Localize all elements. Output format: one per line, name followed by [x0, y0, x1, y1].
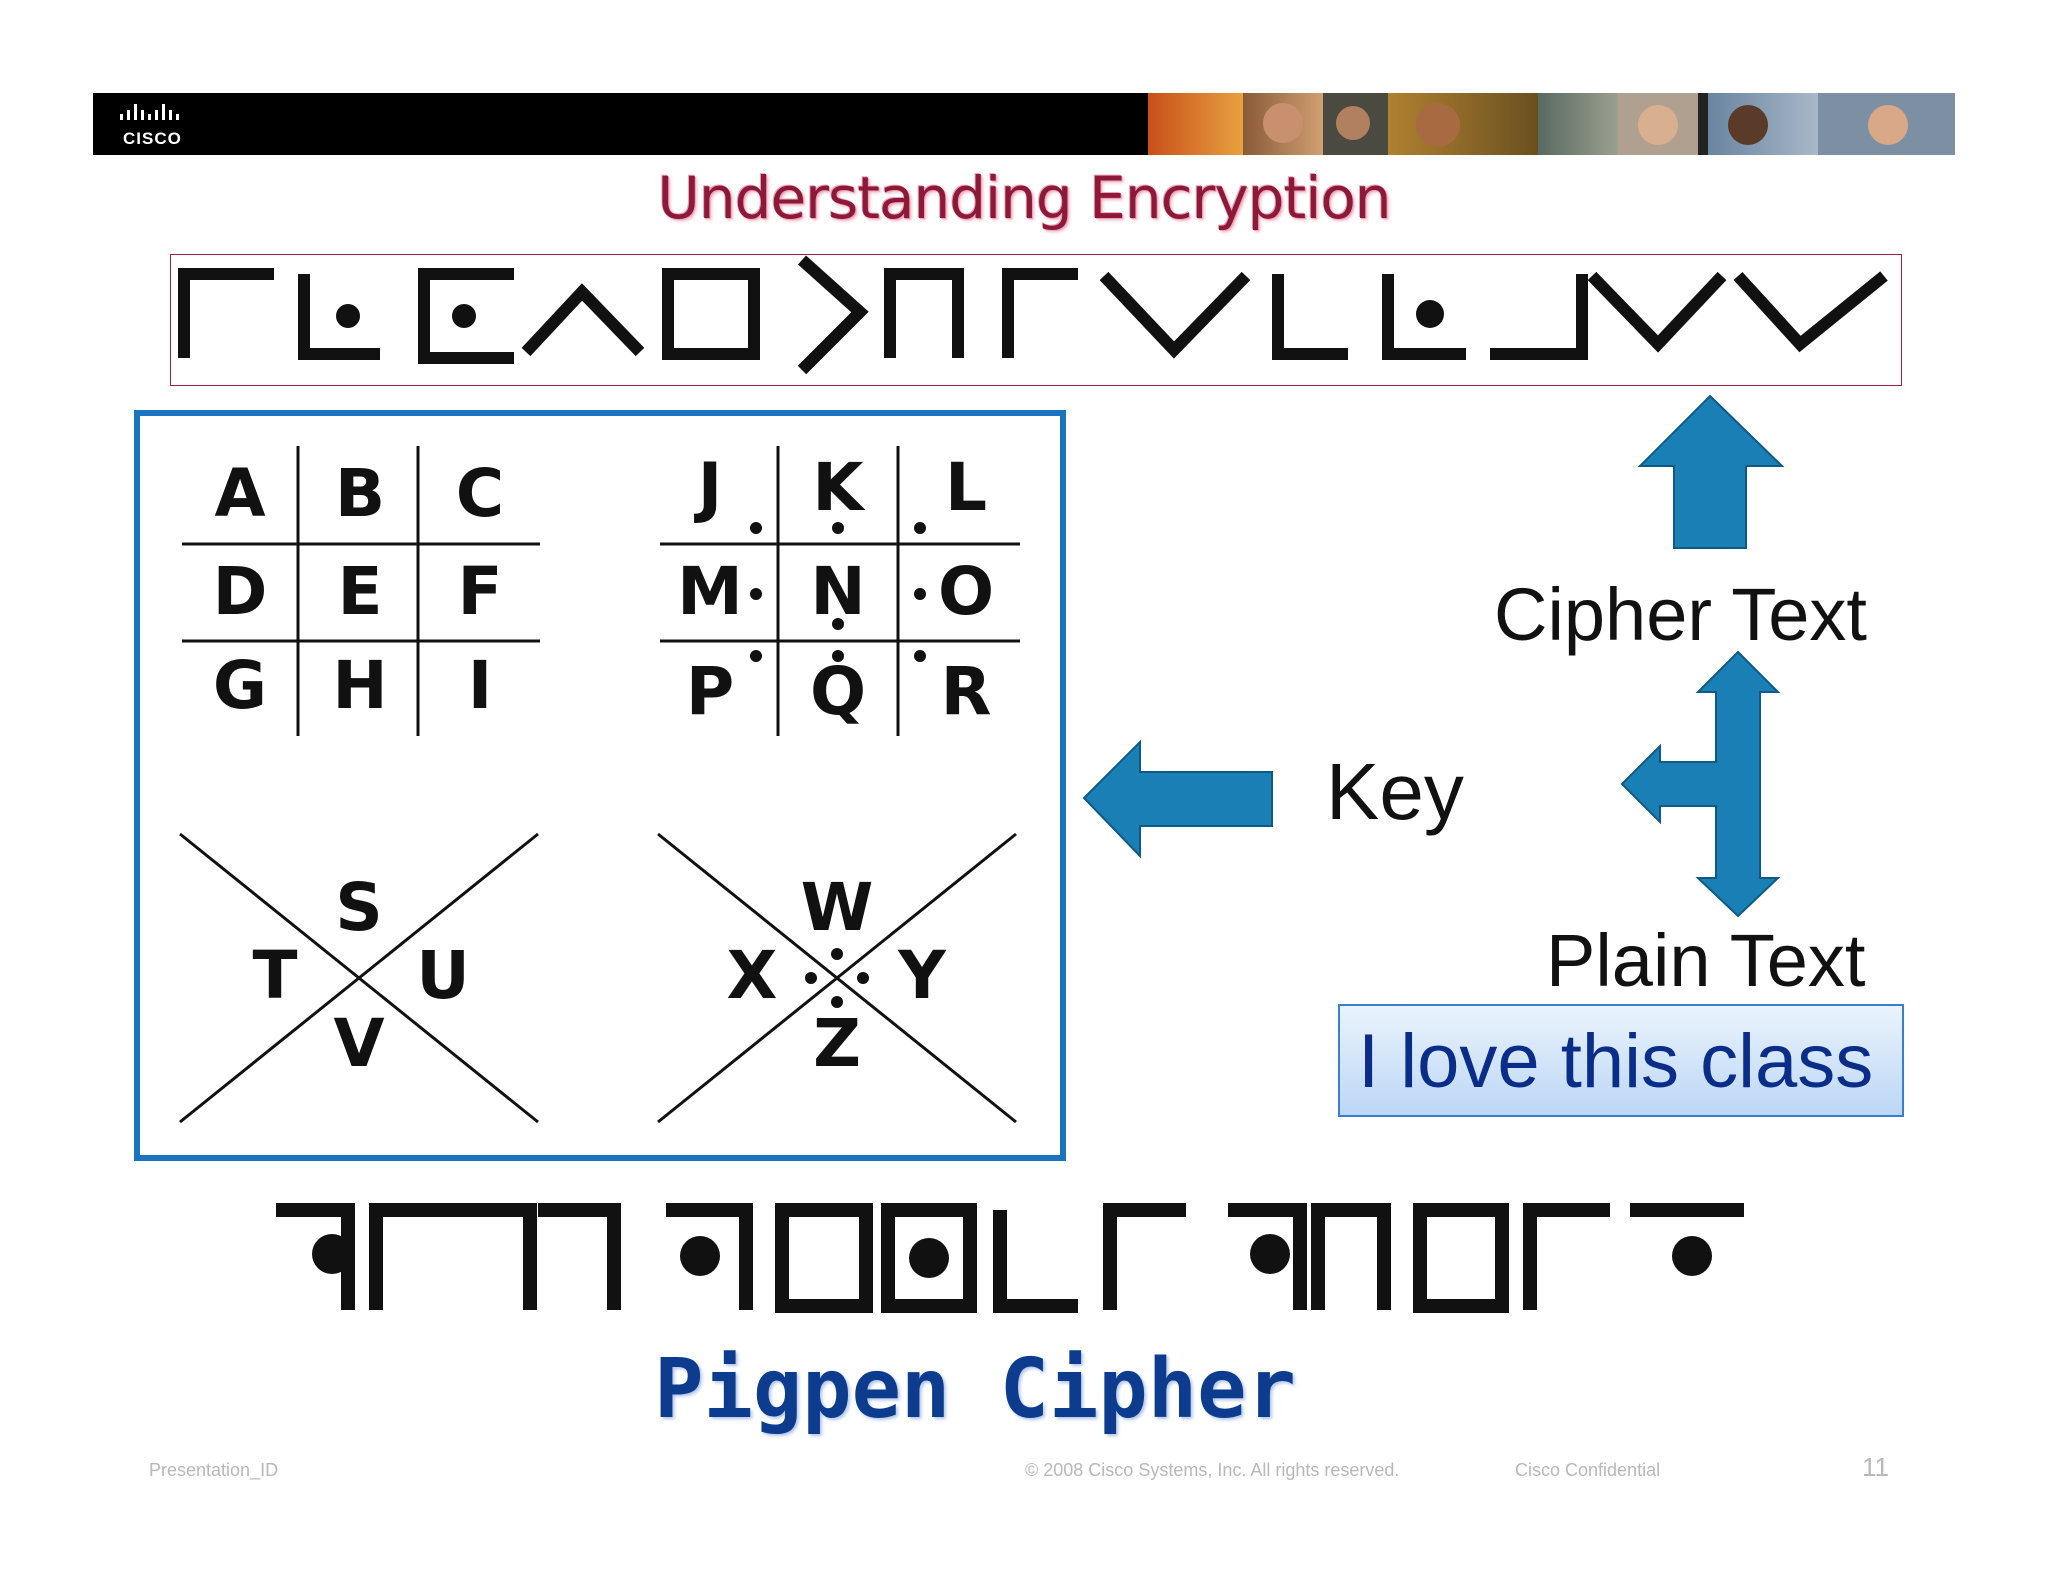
key-letter: Y — [897, 937, 947, 1014]
cipher-glyph — [1228, 1203, 1307, 1310]
key-letter: T — [252, 937, 297, 1014]
pigpen-key-diagram: A B C D E F G H I J K L M N O P Q R S T … — [179, 446, 1020, 1124]
cipher-glyph-dot — [909, 1238, 949, 1278]
slide-title: Understanding Encryption — [657, 164, 1391, 232]
key-letter: E — [337, 553, 382, 630]
key-letter: A — [214, 455, 265, 532]
key-letter: P — [686, 653, 734, 730]
plain-text-label: Plain Text — [1546, 919, 1866, 1002]
key-letter: B — [335, 455, 385, 532]
bottom-cipher-glyphs — [276, 1203, 1744, 1313]
header-photo-strip — [1148, 93, 1955, 155]
key-letter: D — [213, 553, 268, 630]
cipher-glyph — [1382, 274, 1466, 360]
cipher-text-box — [170, 254, 1902, 386]
key-letter: O — [938, 553, 994, 630]
key-letter: S — [335, 869, 383, 946]
cipher-glyph — [298, 274, 380, 360]
cipher-glyph-dot — [1672, 1236, 1712, 1276]
cisco-logo-icon — [120, 104, 179, 120]
cipher-glyph — [178, 268, 274, 358]
key-letter: Q — [810, 653, 866, 730]
key-letter: I — [468, 647, 493, 724]
cipher-glyph — [1587, 271, 1727, 353]
cipher-glyph-dot — [1416, 300, 1444, 328]
key-letter: H — [332, 647, 387, 724]
cipher-glyph — [1272, 274, 1348, 360]
key-letter: N — [810, 553, 865, 630]
key-letter: R — [941, 653, 992, 730]
cipher-glyph — [1733, 271, 1888, 353]
cipher-glyph-dot — [680, 1236, 720, 1276]
key-letter: J — [694, 449, 723, 526]
footer-copyright: © 2008 Cisco Systems, Inc. All rights re… — [1025, 1460, 1400, 1480]
key-letter: M — [677, 553, 743, 630]
key-letter: U — [416, 937, 470, 1014]
footer-presentation-id: Presentation_ID — [149, 1460, 279, 1480]
key-letter: L — [945, 449, 987, 526]
cipher-glyph — [797, 255, 869, 375]
cipher-glyph — [1490, 274, 1588, 360]
cipher-glyph — [662, 268, 760, 360]
cipher-glyph — [369, 1203, 454, 1310]
key-letter: W — [801, 869, 874, 946]
cipher-glyph — [1002, 268, 1078, 358]
cipher-glyph-dot — [312, 1234, 352, 1274]
cipher-glyph — [884, 268, 964, 358]
cipher-glyph — [521, 283, 645, 357]
cipher-glyph — [1413, 1203, 1509, 1313]
key-letter: X — [727, 937, 778, 1014]
footer-confidential: Cisco Confidential — [1515, 1460, 1661, 1480]
key-letter: C — [456, 455, 504, 532]
left-arrow-icon — [1082, 739, 1273, 859]
cipher-glyph — [775, 1203, 873, 1313]
plain-text-box — [1338, 1004, 1904, 1117]
key-letter: G — [213, 647, 267, 724]
cipher-glyph-dot — [452, 304, 476, 328]
cipher-glyph — [1523, 1203, 1610, 1310]
branch-arrow-icon — [1620, 650, 1781, 918]
cipher-glyph — [1099, 271, 1251, 359]
subtitle: Pigpen Cipher — [654, 1342, 1296, 1437]
key-letter: V — [333, 1005, 384, 1082]
cipher-glyph — [538, 1203, 621, 1310]
key-letter: K — [812, 449, 866, 526]
key-letter: F — [457, 553, 502, 630]
cipher-glyph — [881, 1203, 977, 1313]
cipher-glyph — [1103, 1203, 1186, 1310]
key-label: Key — [1326, 747, 1464, 836]
cipher-glyph — [454, 1203, 537, 1310]
cipher-glyph — [1311, 1203, 1391, 1310]
cipher-glyph — [993, 1210, 1078, 1313]
cipher-glyph — [418, 268, 514, 364]
page-number: 11 — [1862, 1452, 1889, 1482]
up-arrow-icon — [1637, 394, 1785, 549]
cipher-glyph — [666, 1203, 753, 1310]
cipher-glyph-dot — [336, 304, 360, 328]
cipher-glyph-dot — [1250, 1234, 1290, 1274]
cipher-glyph — [276, 1203, 355, 1310]
cipher-text-glyphs — [178, 255, 1888, 375]
logo-text: CISCO — [123, 129, 182, 148]
key-letter: Z — [813, 1005, 861, 1082]
plain-text-value: I love this class — [1358, 1019, 1874, 1104]
cipher-text-label: Cipher Text — [1494, 573, 1867, 656]
